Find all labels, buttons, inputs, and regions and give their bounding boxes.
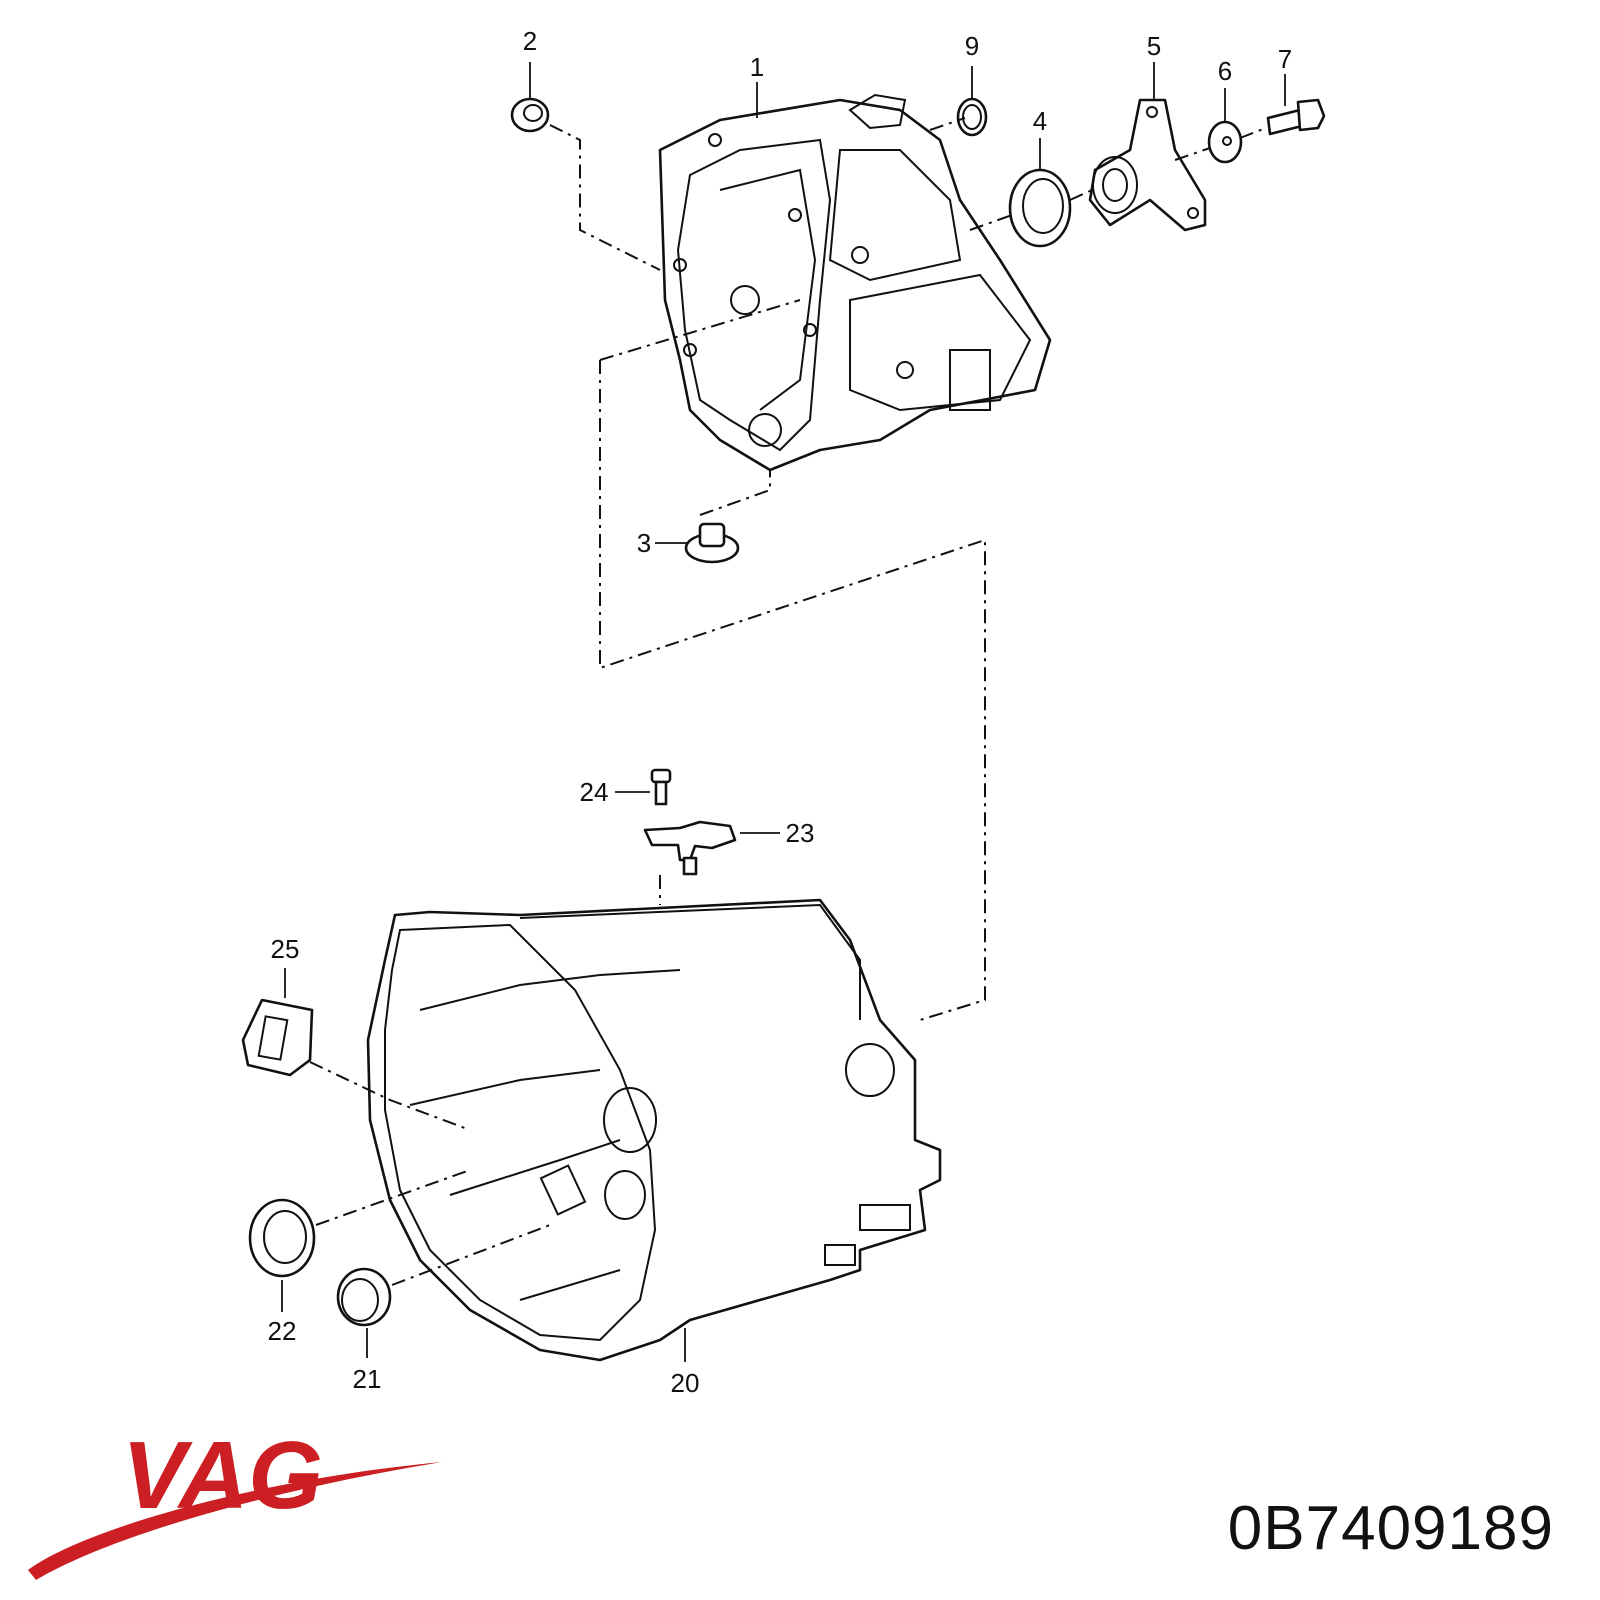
- part-24-bolt: [650, 768, 672, 806]
- callout-3: 3: [637, 528, 651, 558]
- part-22-seal-ring: [248, 1198, 316, 1278]
- callout-5: 5: [1147, 31, 1161, 61]
- part-2-plug: [510, 97, 550, 133]
- callout-7: 7: [1278, 44, 1292, 74]
- part-4-shaft-seal: [1008, 168, 1072, 248]
- part-9-o-ring: [956, 97, 988, 137]
- callout-22: 22: [268, 1316, 297, 1346]
- part-5-flange: [1088, 98, 1207, 232]
- assembly-lines: [309, 117, 1267, 1286]
- svg-text:VAG: VAG: [122, 1422, 323, 1529]
- part-number: 0B7409189: [1227, 1494, 1554, 1563]
- vag-logo: VAG: [28, 1422, 442, 1580]
- part-6-washer: [1207, 120, 1243, 164]
- callout-6: 6: [1218, 56, 1232, 86]
- callout-9: 9: [965, 31, 979, 61]
- callout-2: 2: [523, 26, 537, 56]
- part-25-cover: [241, 998, 314, 1077]
- callout-23: 23: [786, 818, 815, 848]
- part-23-sensor: [643, 820, 737, 876]
- part-3-plug: [684, 522, 740, 564]
- callout-4: 4: [1033, 106, 1047, 136]
- callout-24: 24: [580, 777, 609, 807]
- callout-1: 1: [750, 52, 764, 82]
- callout-25: 25: [271, 934, 300, 964]
- callout-labels: 2 1 9 4 5 6 7 3 24 23 25 22 21 20: [268, 26, 1293, 1398]
- part-20-gearbox-housing: [366, 898, 942, 1362]
- leader-lines: [281, 62, 1286, 1362]
- callout-20: 20: [671, 1368, 700, 1398]
- callout-21: 21: [353, 1364, 382, 1394]
- part-1-housing: [658, 93, 1052, 472]
- part-21-cap: [336, 1267, 392, 1327]
- part-7-bolt: [1266, 98, 1326, 136]
